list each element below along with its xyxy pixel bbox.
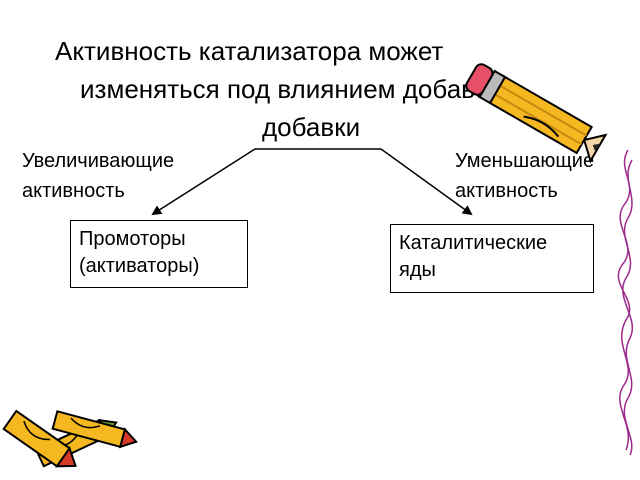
title-line-1: Активность катализатора может [55, 36, 444, 66]
right-arrow [380, 148, 473, 216]
promoters-box-line-1: Промоторы [79, 228, 186, 250]
title-line-2: изменяться под влиянием добавок. [80, 74, 508, 104]
left-arrow [151, 148, 256, 216]
poisons-box-line-2: яды [399, 259, 436, 281]
promoters-box: Промоторы (активаторы) [70, 220, 248, 288]
right-branch-label-line-2: активность [455, 180, 558, 202]
crayons-icon [2, 409, 138, 468]
poisons-box-line-1: Каталитические [399, 232, 548, 254]
right-branch-label-line-1: Уменьшающие [455, 150, 595, 172]
left-branch-label-line-2: активность [22, 180, 125, 202]
left-branch-label-line-1: Увеличивающие [22, 150, 175, 172]
promoters-box-line-2: (активаторы) [79, 255, 200, 277]
connector-arrows [151, 148, 473, 216]
right-branch-label: Уменьшающие активность [455, 146, 594, 206]
poisons-box: Каталитические яды [390, 224, 594, 293]
pencil-icon [465, 63, 608, 164]
center-label: добавки [262, 112, 361, 142]
spiral-border [617, 149, 633, 456]
left-branch-label: Увеличивающие активность [22, 146, 174, 206]
